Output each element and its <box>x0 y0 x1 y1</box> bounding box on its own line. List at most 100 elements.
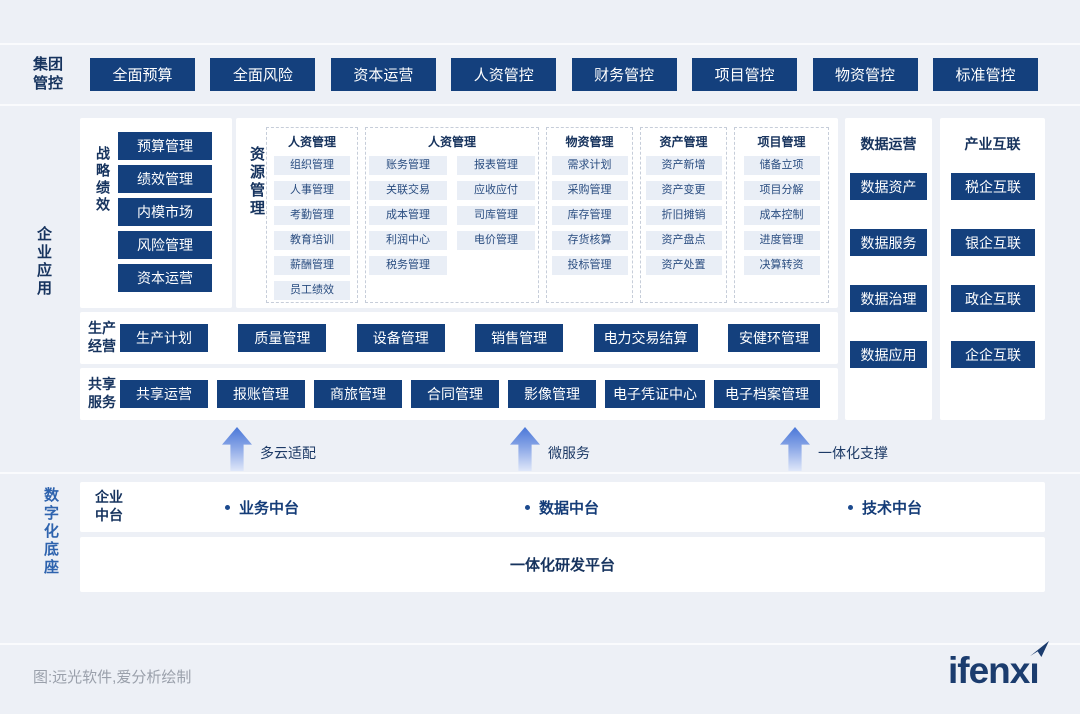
module-box: 资产处置 <box>645 256 722 275</box>
platform-item-label: 业务中台 <box>239 499 300 517</box>
strategy-label: 战略绩效 <box>95 146 111 214</box>
module-box: 存货核算 <box>551 231 628 250</box>
module-box: 成本管理 <box>369 206 447 225</box>
module-box: 报账管理 <box>217 380 305 408</box>
resource-label: 资源管理 <box>248 146 265 218</box>
module-box: 数据服务 <box>850 229 927 256</box>
production-card: 生产经营 生产计划 质量管理 设备管理 销售管理 电力交易结算 安健环管理 <box>80 312 838 364</box>
shared-services-buttons: 共享运营 报账管理 商旅管理 合同管理 影像管理 电子凭证中心 电子档案管理 <box>120 380 820 408</box>
divider <box>0 472 1080 474</box>
module-box: 预算管理 <box>118 132 212 160</box>
module-box: 进度管理 <box>743 231 820 250</box>
module-box: 全面预算 <box>90 58 195 91</box>
logo-text: ifenx <box>948 650 1030 691</box>
module-box: 报表管理 <box>457 156 535 175</box>
module-box: 需求计划 <box>551 156 628 175</box>
module-box: 电价管理 <box>457 231 535 250</box>
module-box: 资产变更 <box>645 181 722 200</box>
production-label: 生产经营 <box>88 320 116 354</box>
resource-column-title: 资产管理 <box>659 135 708 149</box>
module-box: 折旧摊销 <box>645 206 722 225</box>
group-control-row: 全面预算 全面风险 资本运营 人资管控 财务管控 项目管控 物资管控 标准管控 <box>90 58 1038 91</box>
module-box: 标准管控 <box>932 58 1038 91</box>
enterprise-apps-label: 企业应用 <box>35 226 52 298</box>
module-box: 电子档案管理 <box>714 380 820 408</box>
module-box: 财务管控 <box>571 58 677 91</box>
module-box: 销售管理 <box>475 324 564 352</box>
platform-item: 数据中台 <box>525 482 599 532</box>
divider <box>0 643 1080 645</box>
module-box: 项目分解 <box>743 181 820 200</box>
module-box: 员工绩效 <box>274 281 350 300</box>
module-box: 考勤管理 <box>274 206 350 225</box>
resource-subcolumn: 账务管理 关联交易 成本管理 利润中心 税务管理 <box>368 156 448 281</box>
resource-column-finance: 人资管理 账务管理 关联交易 成本管理 利润中心 税务管理 报表管理 应收应付 … <box>365 127 539 303</box>
module-box: 数据资产 <box>850 173 927 200</box>
module-box: 设备管理 <box>356 324 445 352</box>
bullet-dot-icon <box>525 504 530 510</box>
resource-column-title: 人资管理 <box>287 135 336 149</box>
resource-column-title: 物资管理 <box>565 135 614 149</box>
production-buttons: 生产计划 质量管理 设备管理 销售管理 电力交易结算 安健环管理 <box>120 324 820 352</box>
shared-services-card: 共享服务 共享运营 报账管理 商旅管理 合同管理 影像管理 电子凭证中心 电子档… <box>80 368 838 420</box>
bullet-dot-icon <box>225 504 230 510</box>
up-arrow-icon <box>510 427 540 471</box>
module-box: 数据治理 <box>850 285 927 312</box>
module-box: 共享运营 <box>120 380 208 408</box>
figure-caption: 图:远光软件,爱分析绘制 <box>33 669 192 686</box>
module-box: 项目管控 <box>692 58 798 91</box>
resource-subcolumn: 报表管理 应收应付 司库管理 电价管理 <box>456 156 536 281</box>
logo-arrow-icon <box>1030 641 1050 658</box>
module-box: 质量管理 <box>238 324 327 352</box>
module-box: 电子凭证中心 <box>605 380 705 408</box>
platform-item: 业务中台 <box>225 482 299 532</box>
module-box: 风险管理 <box>118 231 212 259</box>
up-arrow-icon <box>780 427 810 471</box>
module-box: 组织管理 <box>274 156 350 175</box>
module-box: 资产新增 <box>645 156 722 175</box>
middle-platform-card: 企业中台 业务中台 数据中台 技术中台 <box>80 482 1045 532</box>
module-box: 物资管控 <box>812 58 918 91</box>
arrow-label: 多云适配 <box>260 445 316 461</box>
up-arrow-icon <box>222 427 252 471</box>
module-box: 电力交易结算 <box>593 324 698 352</box>
module-box: 影像管理 <box>508 380 596 408</box>
module-box: 合同管理 <box>411 380 499 408</box>
resource-column-project: 项目管理 储备立项 项目分解 成本控制 进度管理 决算转资 <box>734 127 829 303</box>
module-box: 商旅管理 <box>314 380 402 408</box>
rd-platform-label: 一体化研发平台 <box>509 557 615 574</box>
arrow-label: 微服务 <box>548 445 590 461</box>
strategy-buttons: 预算管理 绩效管理 内模市场 风险管理 资本运营 <box>118 132 212 292</box>
module-box: 储备立项 <box>743 156 820 175</box>
module-box: 绩效管理 <box>118 165 212 193</box>
module-box: 应收应付 <box>457 181 535 200</box>
module-box: 司库管理 <box>457 206 535 225</box>
resource-card: 资源管理 人资管理 组织管理 人事管理 考勤管理 教育培训 薪酬管理 员工绩效 … <box>236 118 838 308</box>
bullet-dot-icon <box>848 504 853 510</box>
module-box: 全面风险 <box>210 58 316 91</box>
middle-platform-label: 企业中台 <box>95 489 123 523</box>
module-box: 教育培训 <box>274 231 350 250</box>
module-box: 资本运营 <box>330 58 436 91</box>
data-ops-title: 数据运营 <box>860 136 917 152</box>
resource-column-material: 物资管理 需求计划 采购管理 库存管理 存货核算 投标管理 <box>546 127 633 303</box>
module-box: 税企互联 <box>951 173 1035 200</box>
module-box: 决算转资 <box>743 256 820 275</box>
module-box: 库存管理 <box>551 206 628 225</box>
resource-column-hr: 人资管理 组织管理 人事管理 考勤管理 教育培训 薪酬管理 员工绩效 <box>266 127 358 303</box>
module-box: 投标管理 <box>551 256 628 275</box>
module-box: 关联交易 <box>369 181 447 200</box>
module-box: 薪酬管理 <box>274 256 350 275</box>
data-ops-card: 数据运营 数据资产 数据服务 数据治理 数据应用 <box>845 118 932 420</box>
module-box: 政企互联 <box>951 285 1035 312</box>
module-box: 成本控制 <box>743 206 820 225</box>
logo-last-letter: ı <box>1029 641 1050 691</box>
ifenxi-logo: ifenxı <box>948 641 1050 692</box>
platform-item-label: 数据中台 <box>539 499 600 517</box>
platform-item: 技术中台 <box>848 482 922 532</box>
module-box: 资产盘点 <box>645 231 722 250</box>
module-box: 采购管理 <box>551 181 628 200</box>
resource-column-title: 人资管理 <box>427 135 476 149</box>
module-box: 人资管控 <box>451 58 557 91</box>
